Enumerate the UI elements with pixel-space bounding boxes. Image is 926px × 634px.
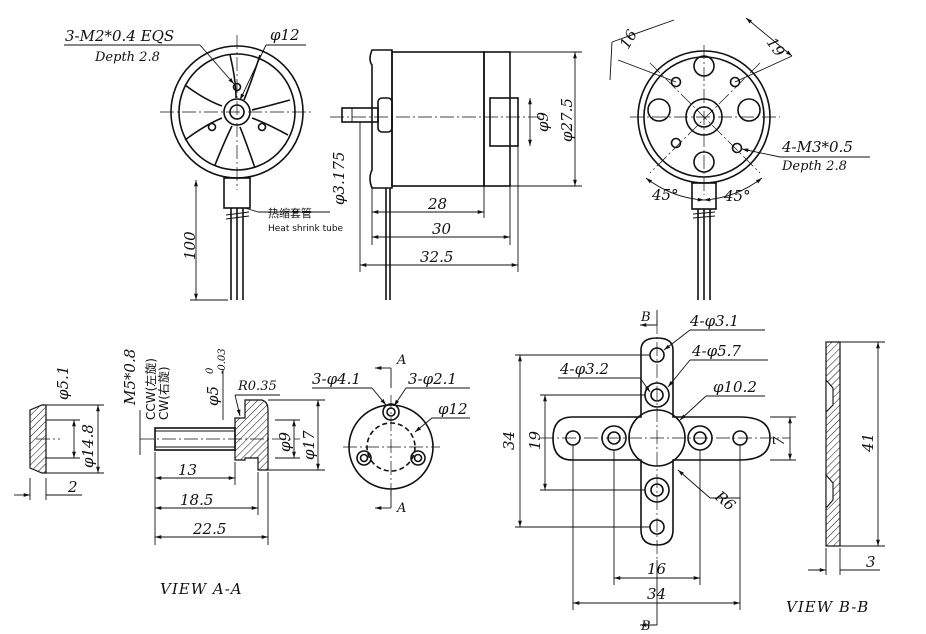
- rear-dim-19: 19: [763, 34, 789, 60]
- bell-dia: φ9: [534, 111, 552, 132]
- washer-inner-dia: φ5.1: [54, 366, 72, 400]
- sleeve-cn: 热缩套管: [268, 206, 312, 220]
- cross-width-7: 7: [770, 436, 788, 446]
- adapter-ccw: CCW(左旋): [143, 358, 158, 420]
- cross-height-19: 19: [526, 430, 544, 450]
- adapter-flange-outer: φ17: [300, 430, 318, 460]
- view-aa-label: VIEW A-A: [160, 580, 243, 598]
- cross-radius: R6: [711, 487, 740, 515]
- adapter-len-18-5: 18.5: [180, 491, 213, 509]
- length-32-5: 32.5: [420, 248, 453, 266]
- side-view: φ3.175 φ9 φ27.5 28 30 32.5: [330, 49, 582, 300]
- cross-width-34: 34: [647, 585, 666, 603]
- adapter-radius: R0.35: [237, 379, 277, 394]
- adapter-bore-lower: -0.03: [217, 348, 228, 374]
- front-depth-note: Depth 2.8: [94, 50, 160, 65]
- adapter-bore-upper: 0: [205, 367, 216, 374]
- rear-thread-note: 4-M3*0.5: [781, 138, 853, 156]
- section-bb: 41 3 VIEW B-B: [786, 341, 885, 616]
- adapter-thread: M5*0.8: [121, 349, 139, 406]
- cross-holes-c: 4-φ3.2: [559, 360, 609, 378]
- adapter-bore: φ5: [204, 386, 222, 406]
- cross-holes-b: 4-φ5.7: [691, 342, 741, 360]
- section-b-bottom: B: [640, 619, 651, 634]
- cable-length: 100: [181, 231, 199, 260]
- prop-adapter-side: M5*0.8 CCW(左旋) CW(右旋) φ5 0 -0.03 R0.35 φ…: [121, 348, 325, 598]
- front-thread-note: 3-M2*0.4 EQS: [65, 27, 174, 45]
- front-view: 3-M2*0.4 EQS Depth 2.8 φ12 100 热缩套管 Heat…: [64, 26, 344, 301]
- body-dia: φ27.5: [558, 98, 576, 142]
- adapter-end-dia: φ12: [438, 400, 468, 418]
- length-28: 28: [427, 195, 447, 213]
- cross-height-34: 34: [500, 431, 518, 450]
- cross-width-16: 16: [647, 560, 667, 578]
- cross-holes-a: 4-φ3.1: [689, 312, 739, 330]
- front-diameter: φ12: [270, 26, 300, 44]
- adapter-len-22-5: 22.5: [192, 520, 226, 538]
- adapter-holes-large: 3-φ4.1: [312, 370, 361, 388]
- shaft-dia: φ3.175: [330, 152, 348, 205]
- rear-depth-note: Depth 2.8: [781, 159, 847, 174]
- washer-outer-dia: φ14.8: [79, 424, 97, 468]
- cross-mount: 4-φ3.1 4-φ5.7 4-φ3.2 φ10.2 R6 34 19 7 16…: [500, 310, 796, 634]
- adapter-holes-small: 3-φ2.1: [408, 370, 457, 388]
- washer-view: φ5.1 φ14.8 2: [14, 366, 104, 500]
- washer-thickness: 2: [67, 478, 78, 496]
- rear-view: 16 19 4-M3*0.5 Depth 2.8 45° 45°: [609, 17, 870, 300]
- rear-angle-left: 45°: [651, 186, 679, 204]
- view-bb-label: VIEW B-B: [786, 598, 869, 616]
- rear-angle-right: 45°: [723, 187, 751, 205]
- adapter-len-13: 13: [178, 461, 197, 479]
- section-bb-thickness: 3: [866, 553, 876, 571]
- section-a-top: A: [396, 353, 406, 368]
- rear-dim-16: 16: [616, 26, 641, 52]
- adapter-flange-dia: φ9: [276, 431, 294, 452]
- cross-center-dia: φ10.2: [713, 378, 757, 396]
- section-bb-height: 41: [859, 433, 877, 453]
- adapter-end-view: 3-φ4.1 3-φ2.1 φ12 A A: [312, 353, 470, 516]
- length-30: 30: [432, 220, 452, 238]
- sleeve-en: Heat shrink tube: [268, 224, 344, 234]
- section-a-bottom: A: [396, 501, 406, 516]
- section-b-top: B: [640, 310, 651, 325]
- adapter-cw: CW(右旋): [156, 366, 171, 420]
